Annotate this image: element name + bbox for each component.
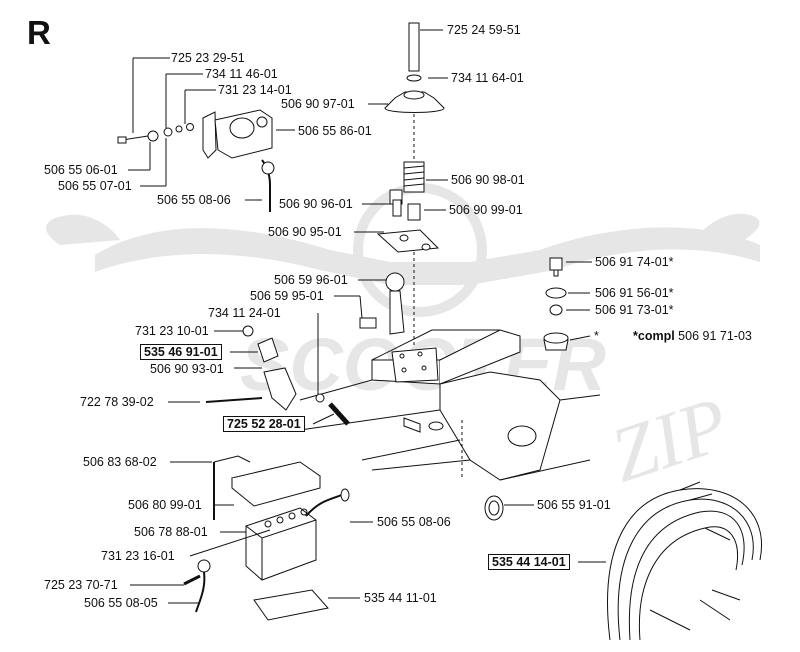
wiring-harness-drawing xyxy=(607,481,762,641)
watermark-word2: ZIP xyxy=(600,380,738,499)
part-label: 506 55 06-01 xyxy=(44,163,118,177)
part-label: 506 91 56-01* xyxy=(595,286,674,300)
part-label: 506 90 96-01 xyxy=(279,197,353,211)
part-label: 506 55 07-01 xyxy=(58,179,132,193)
chassis-frame-drawing xyxy=(299,329,601,481)
part-label: 734 11 24-01 xyxy=(208,306,281,320)
part-label: 506 55 86-01 xyxy=(298,124,372,138)
part-label: * xyxy=(594,329,599,343)
central-post-drawing xyxy=(359,22,445,345)
note-prefix: *compl xyxy=(633,329,675,343)
part-label: 734 11 46-01 xyxy=(205,67,278,81)
part-label: 535 44 11-01 xyxy=(364,591,437,605)
part-label-boxed: 535 44 14-01 xyxy=(488,554,570,570)
part-label: 731 23 16-01 xyxy=(101,549,175,563)
part-label: 731 23 10-01 xyxy=(135,324,209,338)
part-label: 506 55 08-05 xyxy=(84,596,158,610)
part-label-boxed: 535 46 91-01 xyxy=(140,344,222,360)
part-label: 725 23 70-71 xyxy=(44,578,118,592)
part-label: 731 23 14-01 xyxy=(218,83,292,97)
part-label: 506 55 91-01 xyxy=(537,498,611,512)
part-label: 734 11 64-01 xyxy=(451,71,524,85)
part-label: 506 55 08-06 xyxy=(377,515,451,529)
battery-assembly-drawing xyxy=(183,455,350,621)
part-label: 506 59 95-01 xyxy=(250,289,324,303)
part-label: 506 90 97-01 xyxy=(281,97,355,111)
part-label: 506 80 99-01 xyxy=(128,498,202,512)
part-label: 506 91 73-01* xyxy=(595,303,674,317)
part-label: 506 55 08-06 xyxy=(157,193,231,207)
part-label: 722 78 39-02 xyxy=(80,395,154,409)
complete-kit-note: *compl 506 91 71-03 xyxy=(633,329,752,343)
section-letter: R xyxy=(27,14,51,51)
part-label: 725 24 59-51 xyxy=(447,23,521,37)
part-label: 506 59 96-01 xyxy=(274,273,348,287)
part-label: 506 90 98-01 xyxy=(451,173,525,187)
note-number: 506 91 71-03 xyxy=(678,329,752,343)
relay-bolt-drawing xyxy=(205,325,350,426)
ignition-switch-drawing xyxy=(543,257,592,351)
part-label: 506 90 95-01 xyxy=(268,225,342,239)
part-label-boxed: 725 52 28-01 xyxy=(223,416,305,432)
part-label: 725 23 29-51 xyxy=(171,51,245,65)
part-label: 506 90 93-01 xyxy=(150,362,224,376)
part-label: 506 91 74-01* xyxy=(595,255,674,269)
part-label: 506 90 99-01 xyxy=(449,203,523,217)
solenoid-assembly-drawing xyxy=(117,109,275,212)
part-label: 506 78 88-01 xyxy=(134,525,208,539)
part-label: 506 83 68-02 xyxy=(83,455,157,469)
